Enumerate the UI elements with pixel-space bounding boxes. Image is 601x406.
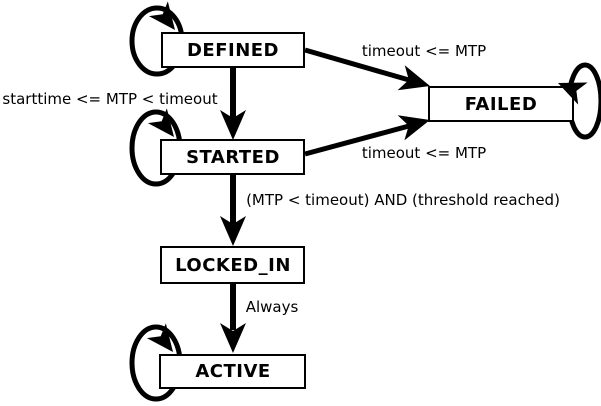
arrowhead-self-loop-active <box>146 323 173 352</box>
edge-started-failed <box>304 123 410 157</box>
arrowhead-self-loop-defined <box>148 1 175 30</box>
state-label-active: ACTIVE <box>195 361 270 382</box>
state-box-defined <box>161 32 305 68</box>
edge-label-defined-failed: timeout <= MTP <box>362 42 486 60</box>
edge-label-started-failed: timeout <= MTP <box>362 144 486 162</box>
arrowhead-started-locked-in <box>220 216 246 246</box>
edge-label-started-locked-in: (MTP < timeout) AND (threshold reached) <box>246 191 560 209</box>
state-box-failed <box>428 86 574 122</box>
arrowhead-defined-started <box>220 110 246 140</box>
arrowhead-self-loop-started <box>147 108 174 137</box>
arrowhead-started-failed <box>397 115 430 141</box>
state-label-defined: DEFINED <box>187 40 279 61</box>
state-box-active <box>159 354 306 389</box>
arrowhead-self-loop-failed <box>558 82 588 105</box>
state-label-started: STARTED <box>186 147 280 168</box>
state-label-failed: FAILED <box>465 94 538 115</box>
arrowhead-locked-in-active <box>220 323 246 353</box>
state-box-locked-in <box>160 246 305 284</box>
edge-label-defined-started: starttime <= MTP < timeout <box>2 90 217 108</box>
state-box-started <box>160 139 305 175</box>
arrowhead-defined-failed <box>397 65 430 91</box>
edge-defined-failed <box>304 47 410 83</box>
edge-label-locked-in-active: Always <box>246 298 299 316</box>
state-label-locked-in: LOCKED_IN <box>175 255 291 276</box>
